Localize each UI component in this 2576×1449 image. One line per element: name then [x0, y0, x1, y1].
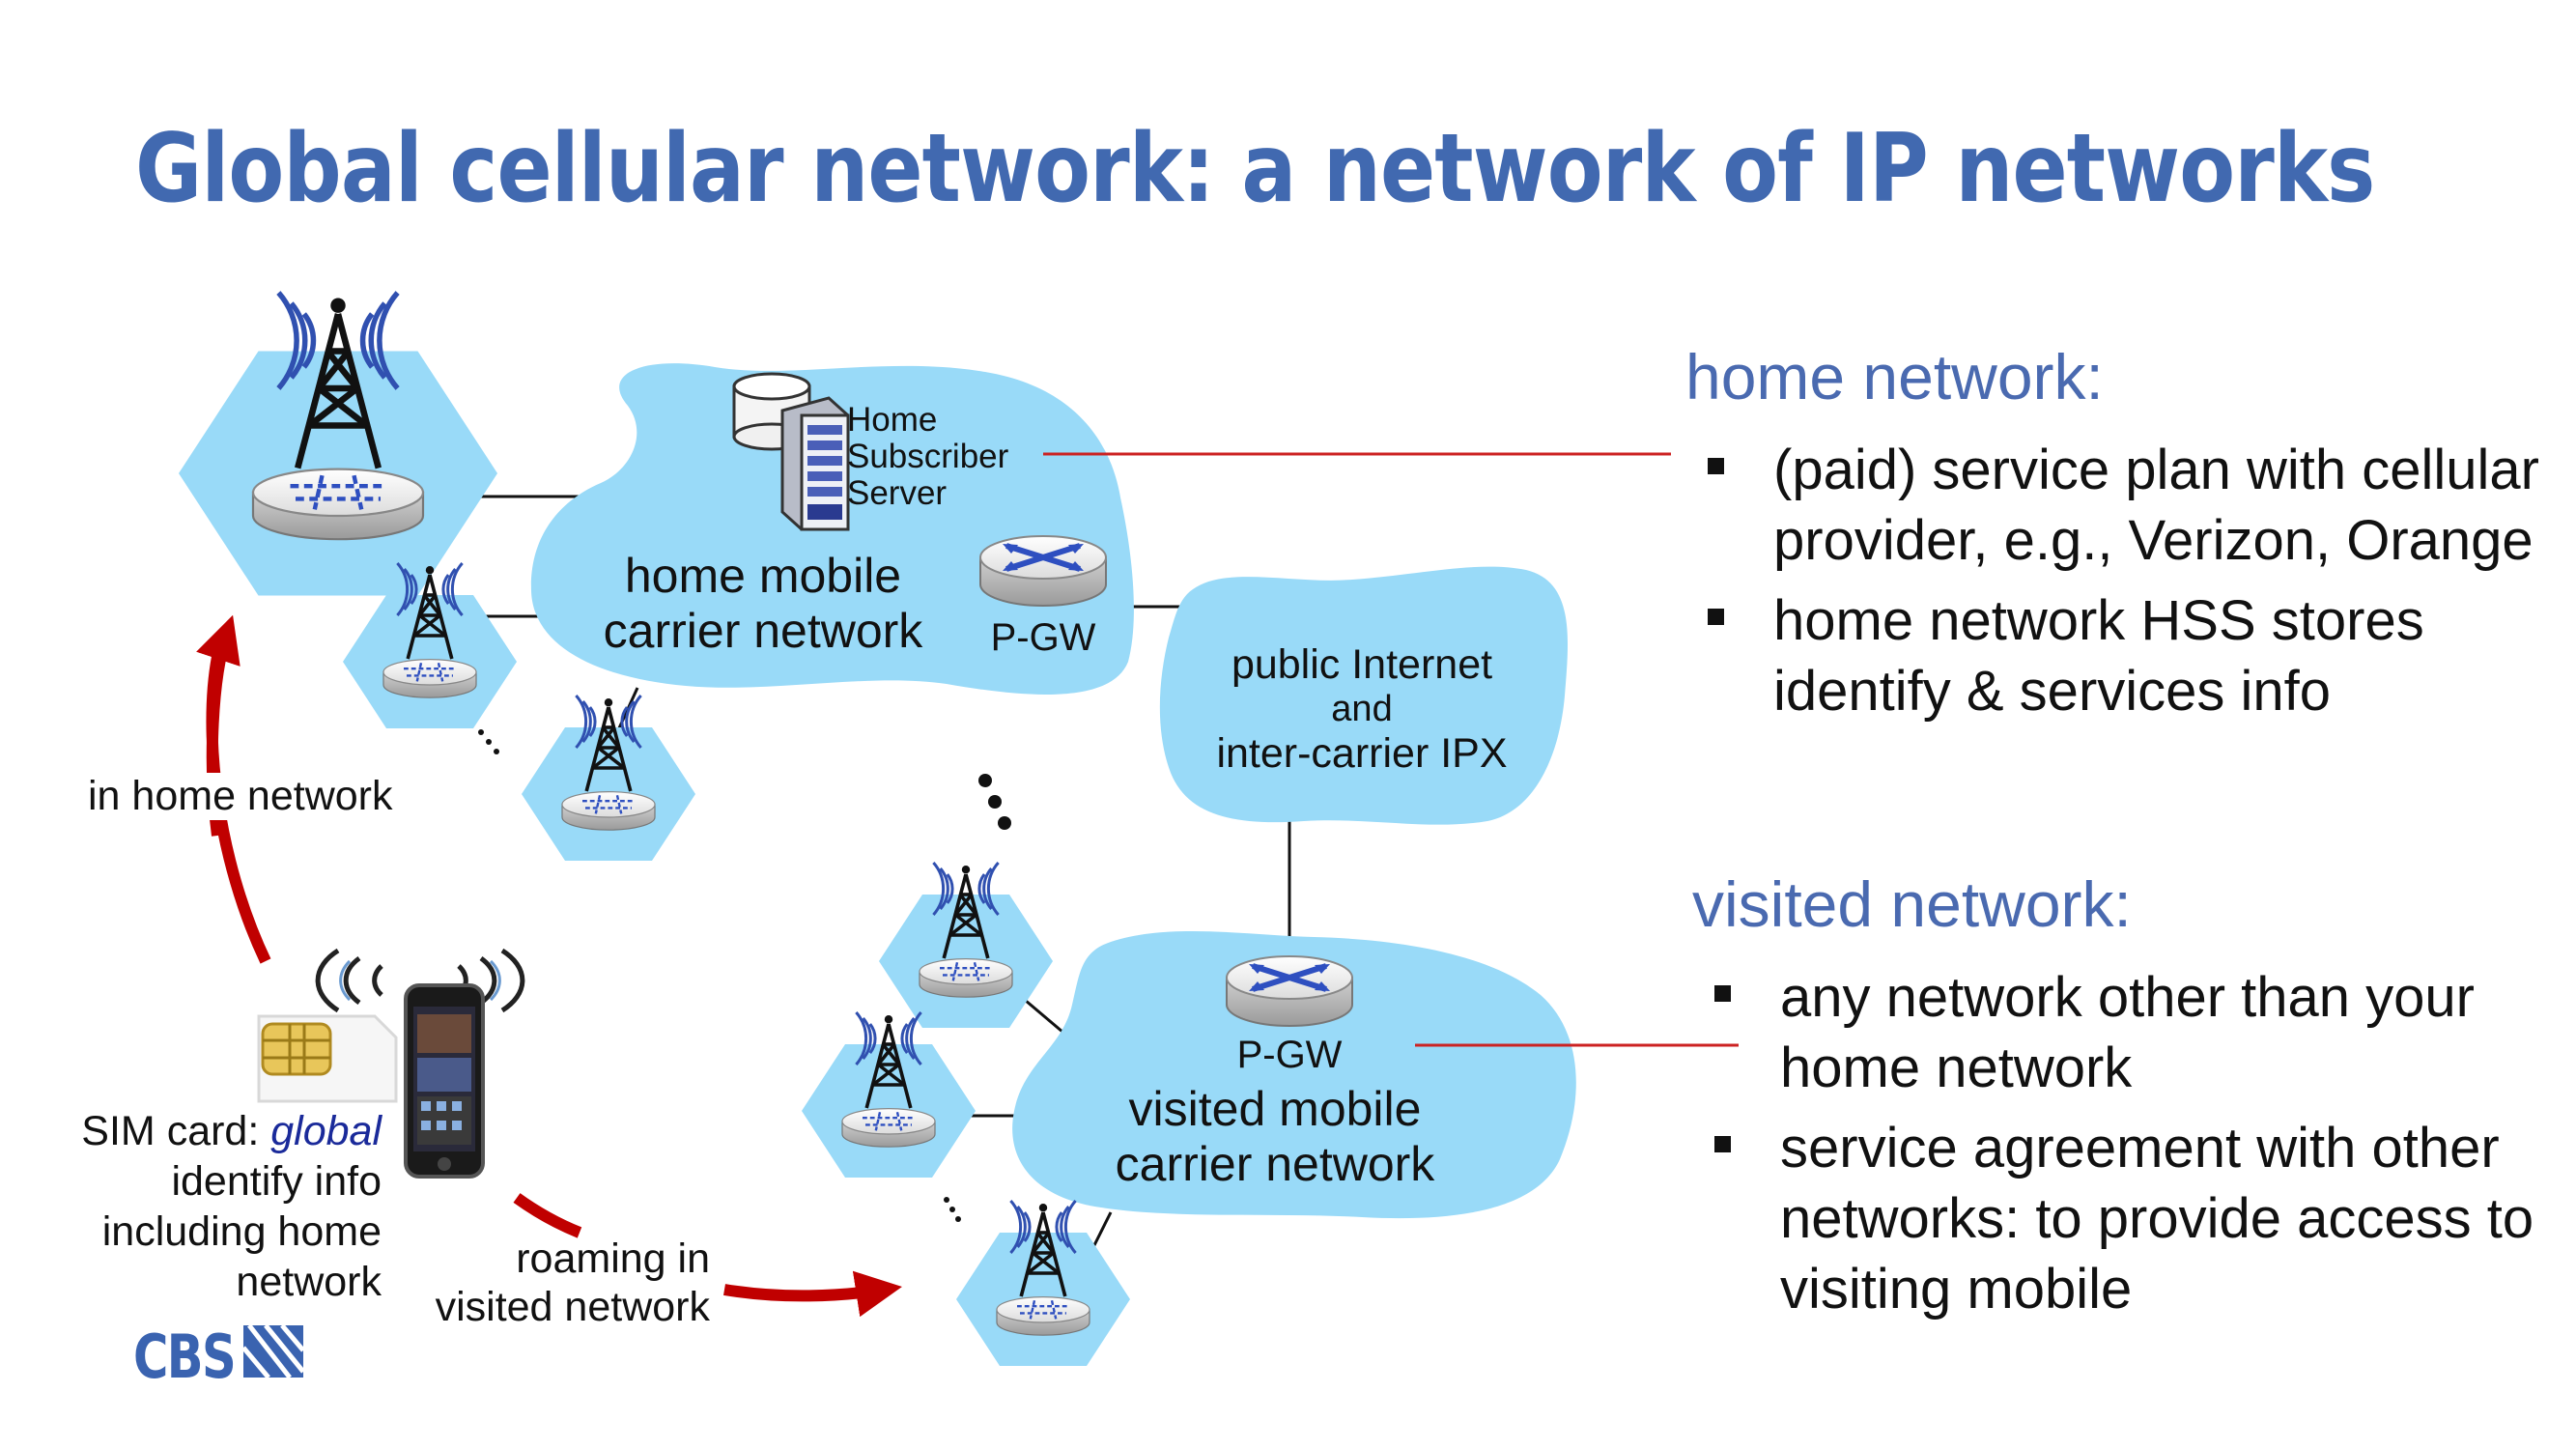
- visited-pgw-label: P-GW: [1236, 1034, 1343, 1076]
- home-network-bullets: (paid) service plan with cellular provid…: [1700, 435, 2550, 736]
- bullet-item: any network other than your home network: [1707, 962, 2557, 1103]
- base-station-icon: [800, 1010, 977, 1179]
- base-station-icon: [179, 293, 497, 596]
- cbs-logo-text: CBS: [133, 1321, 237, 1392]
- home-carrier-label: home mobile carrier network: [603, 549, 923, 658]
- home-network-heading: home network:: [1685, 341, 2104, 412]
- base-station-icon: [520, 694, 697, 863]
- home-pgw-router-icon: [980, 536, 1106, 606]
- internet-cloud: [1159, 566, 1569, 825]
- smartphone-icon: [315, 948, 525, 1179]
- sim-card-icon: [257, 1014, 398, 1103]
- internet-label: public Internet and inter-carrier IPX: [1216, 641, 1508, 777]
- visited-carrier-label: visited mobile carrier network: [1115, 1082, 1435, 1191]
- slide-title: Global cellular network: a network of IP…: [135, 114, 2375, 224]
- bullet-item: home network HSS stores identify & servi…: [1700, 585, 2550, 726]
- visited-pgw-router-icon: [1227, 956, 1352, 1026]
- visited-network-heading: visited network:: [1692, 868, 2132, 940]
- ellipsis-dots: [478, 729, 1011, 1222]
- roaming-label: roaming in visited network: [435, 1236, 710, 1330]
- hss-server-icon: [732, 372, 850, 531]
- visited-carrier-cloud: [1012, 931, 1576, 1219]
- home-pgw-label: P-GW: [990, 616, 1096, 659]
- sim-card-label: SIM card: global identify info including…: [81, 1108, 382, 1305]
- in-home-network-label: in home network: [82, 773, 399, 820]
- cbs-logo-mark: [241, 1323, 305, 1379]
- hss-label: Home Subscriber Server: [847, 401, 1009, 512]
- visited-network-bullets: any network other than your home network…: [1707, 962, 2557, 1334]
- bullet-item: service agreement with other networks: t…: [1707, 1113, 2557, 1324]
- callout-lines: [1043, 452, 1739, 1047]
- bullet-item: (paid) service plan with cellular provid…: [1700, 435, 2550, 576]
